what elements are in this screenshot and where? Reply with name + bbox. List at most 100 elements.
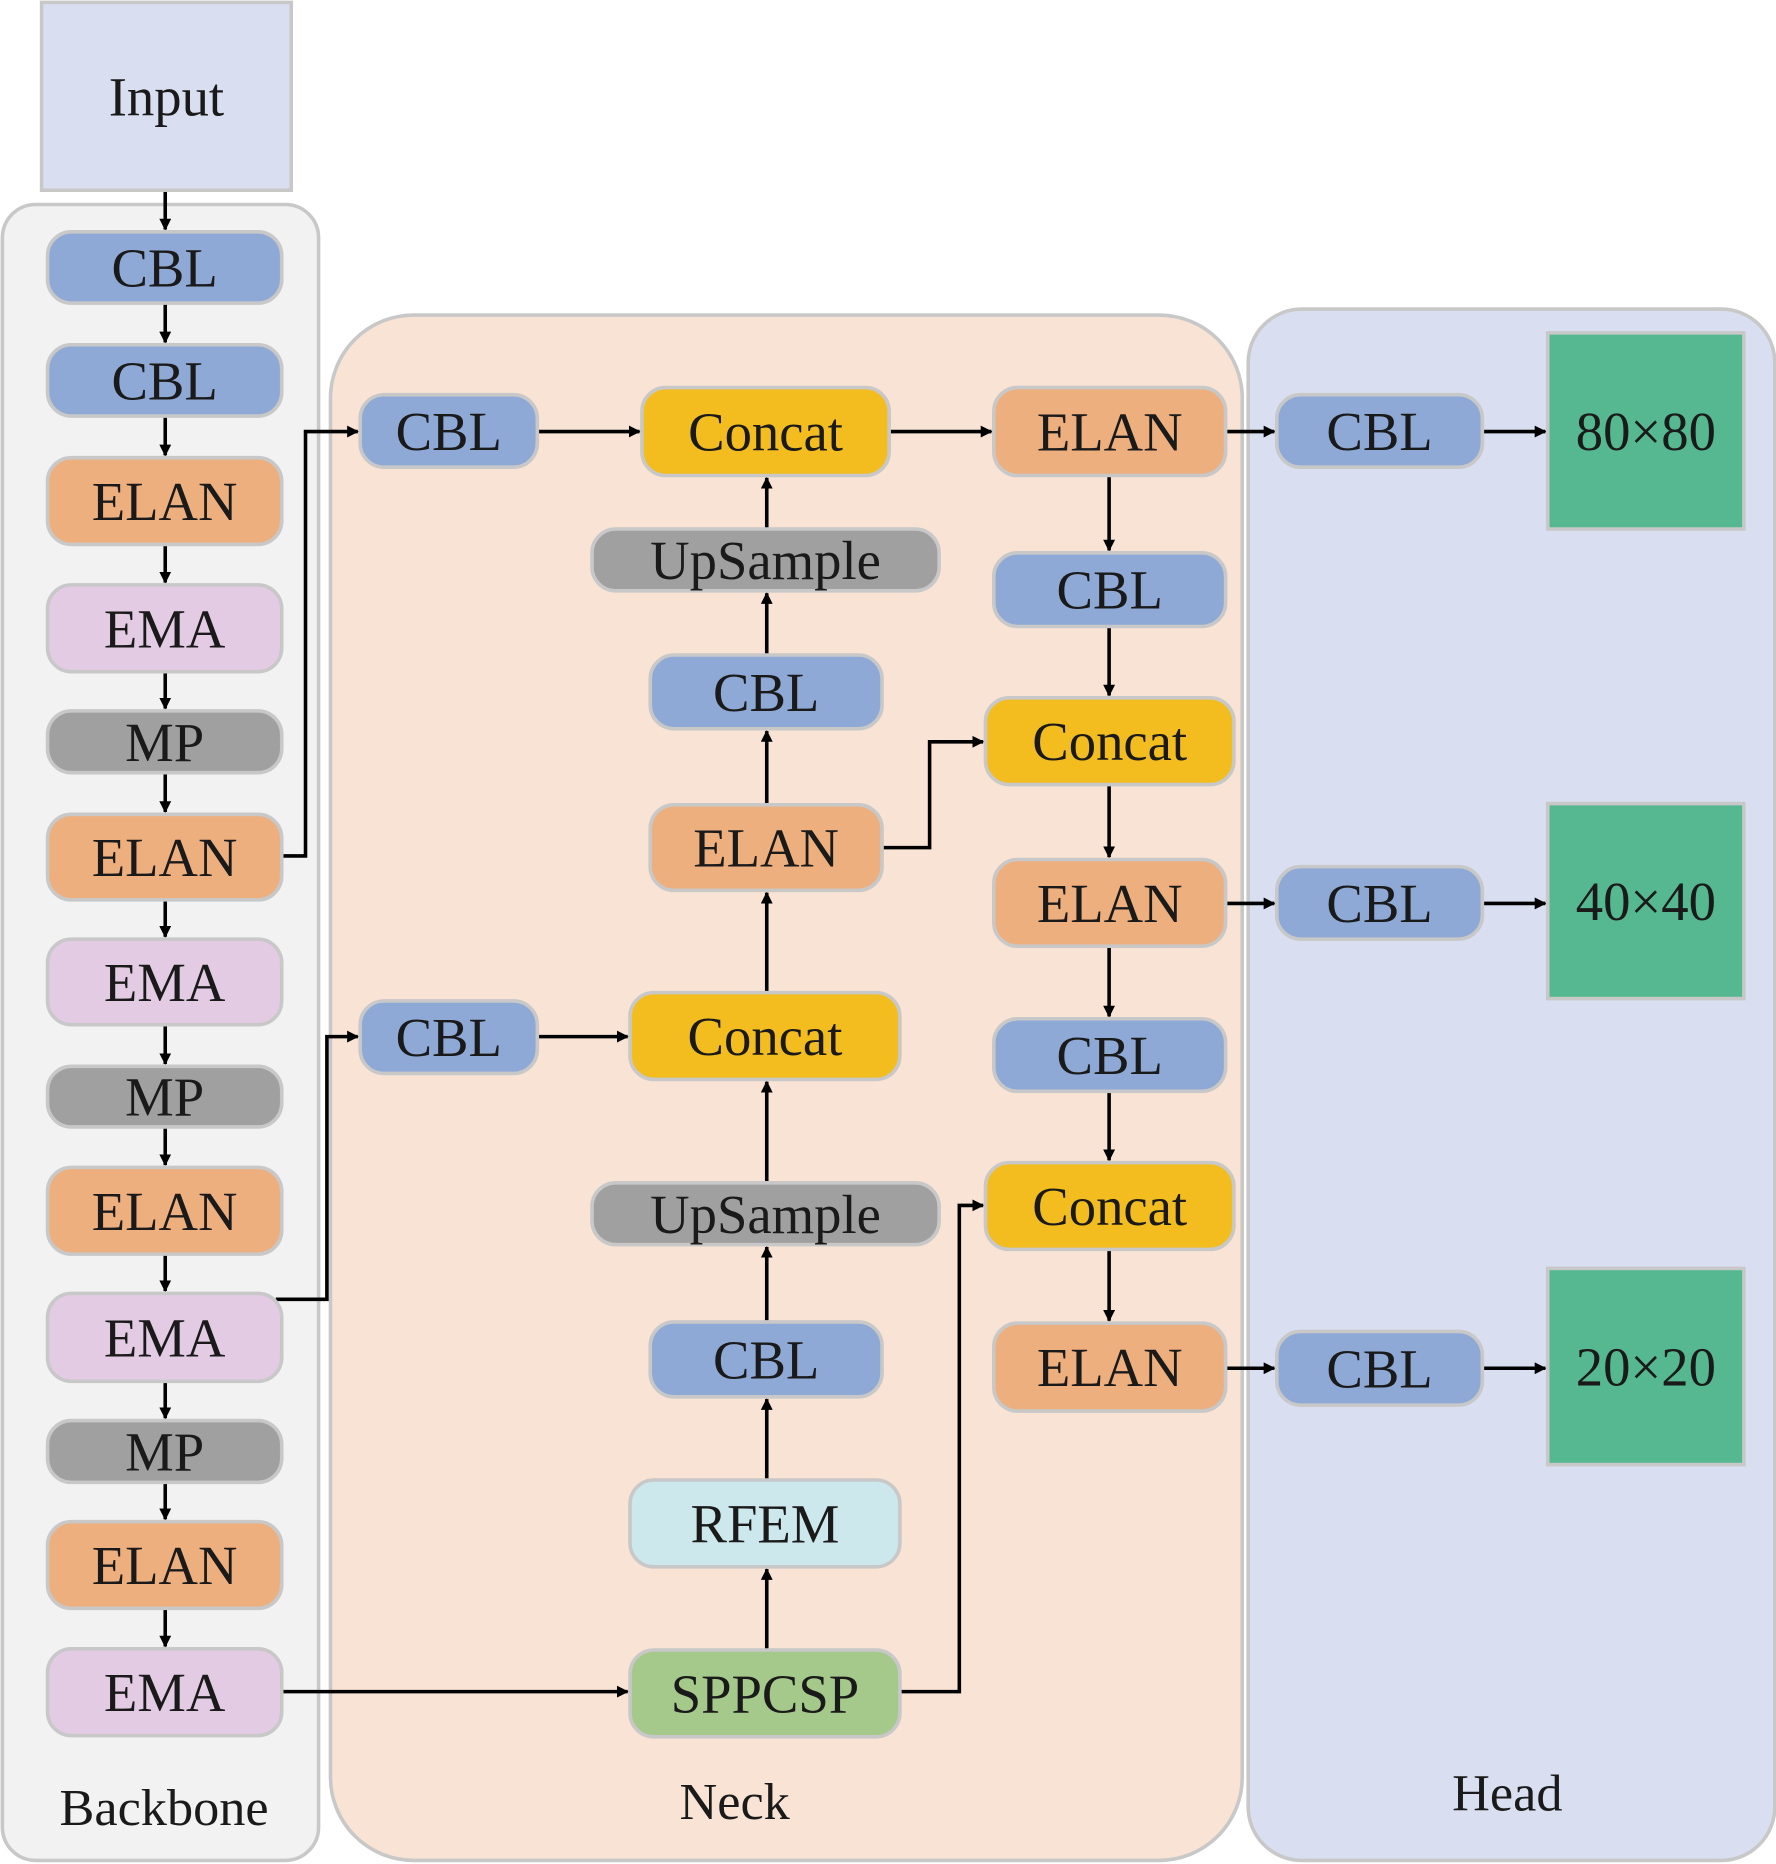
node-label: MP (125, 1422, 204, 1483)
connection-arrow (882, 735, 985, 850)
node-label: ELAN (693, 818, 839, 879)
node-elan: ELAN (45, 455, 284, 547)
node-ema: EMA (45, 937, 284, 1027)
node-elan: ELAN (45, 812, 284, 902)
node-label: ELAN (1037, 873, 1183, 934)
node-label: UpSample (650, 1184, 881, 1245)
node-label: SPPCSP (671, 1663, 860, 1724)
node-box (45, 342, 284, 418)
node-box (358, 392, 540, 469)
node-box (45, 1647, 284, 1738)
node-box (628, 1478, 902, 1569)
node-mp: MP (45, 709, 284, 775)
node-label: ELAN (92, 1181, 238, 1242)
node-ema: EMA (45, 1291, 284, 1384)
node-box (45, 583, 284, 674)
node-label: CBL (1057, 560, 1163, 621)
node-cbl: CBL (992, 1016, 1228, 1094)
node-elan: ELAN (992, 1321, 1228, 1413)
node-box (358, 999, 540, 1076)
node-label: Concat (688, 402, 843, 463)
node-label: CBL (713, 662, 819, 723)
node-label: UpSample (650, 530, 881, 591)
head-label: Head (1452, 1764, 1562, 1822)
backbone-label: Backbone (59, 1779, 268, 1837)
node-label: CBL (111, 238, 217, 299)
node-box (983, 1160, 1236, 1252)
node-box (1545, 331, 1746, 531)
node-label: ELAN (92, 827, 238, 888)
node-label: ELAN (92, 471, 238, 532)
node-elan: ELAN (992, 857, 1228, 949)
connection-arrow (275, 1030, 360, 1302)
node-elan: ELAN (45, 1165, 284, 1256)
node-cbl: CBL (648, 653, 884, 731)
node-sppcsp: SPPCSP (628, 1648, 902, 1739)
node-box (640, 385, 891, 478)
node-box (45, 455, 284, 547)
node-box (992, 1016, 1228, 1094)
node-upsample: UpSample (590, 527, 941, 593)
node-label: CBL (111, 350, 217, 411)
node-cbl: CBL (1274, 1329, 1485, 1407)
node-concat: Concat (640, 385, 891, 478)
node-box (45, 1519, 284, 1611)
node-box (45, 937, 284, 1027)
node-concat: Concat (628, 990, 902, 1082)
node-box (628, 1648, 902, 1739)
node-label: Concat (688, 1006, 843, 1067)
node-ema: EMA (45, 583, 284, 674)
node-label: ELAN (92, 1535, 238, 1596)
node-box (45, 709, 284, 775)
node-label: 40×40 (1576, 871, 1716, 932)
node-box (45, 1291, 284, 1384)
node-box (590, 527, 941, 593)
node-label: CBL (1326, 873, 1432, 934)
node-label: CBL (1326, 401, 1432, 462)
node-label: EMA (104, 952, 226, 1013)
node-label: CBL (396, 1007, 502, 1068)
node-upsample: UpSample (590, 1181, 941, 1247)
node-cbl: CBL (1274, 392, 1485, 469)
node-mp: MP (45, 1064, 284, 1129)
node-elan: ELAN (648, 803, 884, 893)
backbone-panel (0, 202, 321, 1863)
connection-arrow (899, 1199, 985, 1694)
node-label: RFEM (691, 1493, 840, 1554)
node-box (45, 1165, 284, 1256)
node-box (648, 1320, 884, 1399)
node-box (992, 385, 1228, 478)
node-cbl: CBL (1274, 864, 1485, 941)
node-label: MP (125, 1067, 204, 1128)
node-box (983, 696, 1236, 787)
node-label: EMA (104, 1307, 226, 1368)
node-label: CBL (713, 1329, 819, 1390)
node-label: CBL (396, 401, 502, 462)
node-input: Input (39, 0, 294, 192)
node-ema: EMA (45, 1647, 284, 1738)
node-label: CBL (1057, 1025, 1163, 1086)
node-label: 20×20 (1576, 1337, 1716, 1398)
node-label: EMA (104, 1662, 226, 1723)
node-cbl: CBL (358, 392, 540, 469)
node-label: MP (125, 712, 204, 773)
node-elan: ELAN (45, 1519, 284, 1611)
node-rfem: RFEM (628, 1478, 902, 1569)
node-cbl: CBL (45, 342, 284, 418)
node-label: EMA (104, 598, 226, 659)
node-label: Input (109, 66, 224, 127)
node-box (45, 812, 284, 902)
node-box (45, 230, 284, 305)
node-box (1545, 801, 1746, 1001)
node-concat: Concat (983, 1160, 1236, 1252)
node-label: ELAN (1037, 1337, 1183, 1398)
node-cbl: CBL (45, 230, 284, 305)
node-output: 40×40 (1545, 801, 1746, 1001)
node-label: CBL (1326, 1338, 1432, 1399)
node-elan: ELAN (992, 385, 1228, 478)
node-box (648, 803, 884, 893)
node-label: Concat (1032, 711, 1187, 772)
node-label: 80×80 (1576, 401, 1716, 462)
node-label: ELAN (1037, 402, 1183, 463)
